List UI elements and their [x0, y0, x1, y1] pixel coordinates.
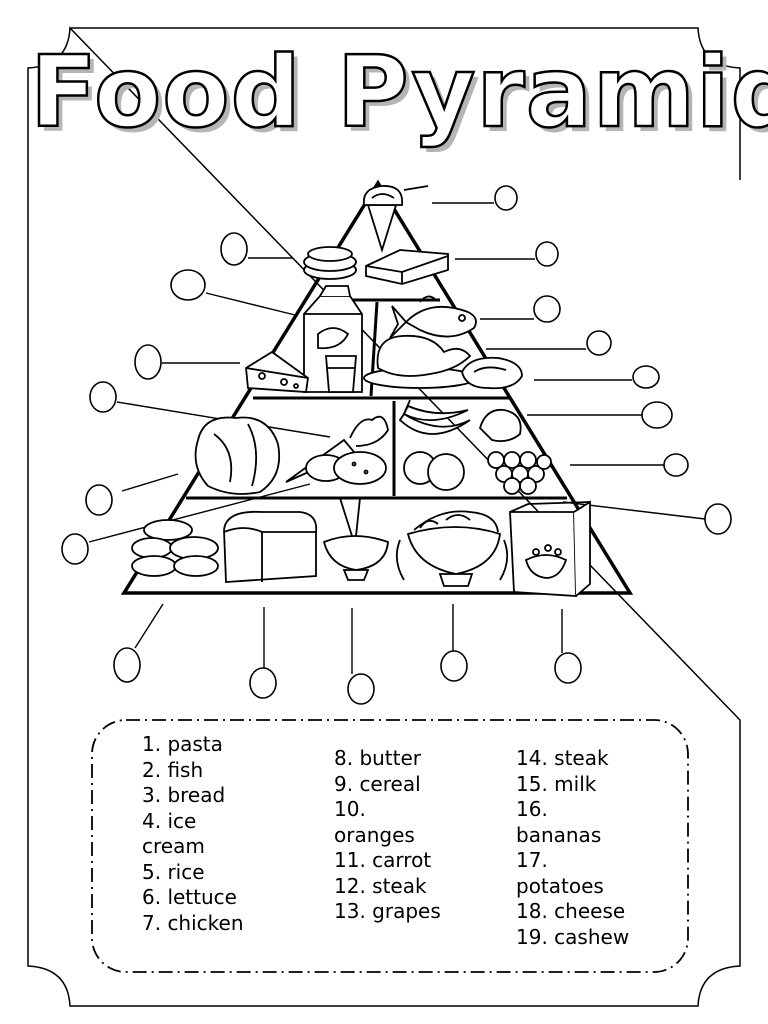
list-item: 8. butter	[334, 746, 422, 770]
list-item: 6. lettuce	[142, 885, 237, 909]
answer-circle	[535, 241, 559, 267]
roast-chicken-icon	[363, 334, 477, 389]
list-item: 19. cashew	[516, 924, 630, 949]
list-item: 9. cereal	[334, 771, 421, 796]
answer-circle	[134, 344, 162, 380]
answer-circle	[61, 533, 89, 565]
answer-circle	[533, 295, 561, 323]
pasta-bowl-icon	[395, 510, 509, 587]
list-item: 7. chicken	[142, 910, 244, 935]
ice-cream-icon	[362, 185, 429, 254]
answer-circle	[663, 453, 689, 477]
answer-circle	[554, 652, 582, 684]
list-item: 17.	[516, 848, 548, 872]
answer-circle	[632, 365, 660, 389]
bread-loaf-icon	[223, 510, 318, 583]
list-item: 12. steak	[334, 873, 427, 898]
rice-bowl-icon	[322, 497, 389, 581]
list-item: 11. carrot	[334, 848, 432, 872]
cheese-icon	[245, 350, 309, 393]
list-item: oranges	[334, 822, 415, 847]
answer-circle	[440, 650, 468, 682]
list-item: 15. milk	[516, 771, 597, 796]
list-item: 18. cheese	[516, 899, 626, 923]
cookie-stack-icon	[303, 246, 357, 280]
steak-icon	[461, 356, 523, 390]
page-title: Food Pyramid	[29, 36, 768, 150]
list-item: 10.	[334, 797, 366, 821]
list-item: 3. bread	[142, 783, 226, 807]
bananas-icon	[398, 399, 471, 435]
oranges-icon	[403, 451, 465, 491]
answer-circle	[494, 185, 518, 211]
word-list-column: 8. butter 9. cereal 10. oranges 11. carr…	[334, 746, 441, 925]
glass-of-milk-icon	[325, 355, 357, 393]
list-item: potatoes	[516, 873, 604, 898]
word-list: 1. pasta 2. fish 3. bread 4. ice cream 5…	[96, 724, 686, 968]
list-item: 14. steak	[516, 746, 609, 770]
list-item: 13. grapes	[334, 899, 441, 923]
word-list-column: 1. pasta 2. fish 3. bread 4. ice cream 5…	[142, 732, 244, 936]
list-item: 4. ice	[142, 808, 197, 833]
answer-circle	[641, 401, 673, 429]
list-item: 2. fish	[142, 757, 204, 782]
page-frame	[27, 26, 741, 1007]
answer-circle	[586, 330, 612, 356]
answer-circle	[704, 503, 732, 535]
answer-circle	[89, 381, 117, 413]
list-item: bananas	[516, 822, 602, 847]
answer-circle	[347, 673, 375, 705]
answer-circle	[249, 667, 277, 699]
answer-circle	[113, 647, 141, 683]
lettuce-icon	[194, 416, 281, 495]
answer-circle	[85, 484, 113, 516]
butter-icon	[365, 249, 449, 285]
fish-icon	[389, 295, 477, 339]
answer-circles	[61, 185, 732, 705]
cereal-box-icon	[509, 500, 591, 597]
grapes-icon	[487, 451, 552, 495]
bagel-stack-icon	[131, 519, 219, 577]
word-list-box	[91, 719, 689, 973]
list-item: 16.	[516, 797, 548, 821]
list-item: cream	[142, 834, 205, 858]
cashew-icon	[478, 408, 522, 443]
list-item: 1. pasta	[142, 732, 223, 756]
word-list-column: 14. steak 15. milk 16. bananas 17. potat…	[516, 746, 629, 950]
answer-circle	[220, 232, 248, 266]
answer-circle	[170, 269, 206, 301]
potatoes-icon	[305, 451, 387, 485]
list-item: 5. rice	[142, 859, 205, 884]
